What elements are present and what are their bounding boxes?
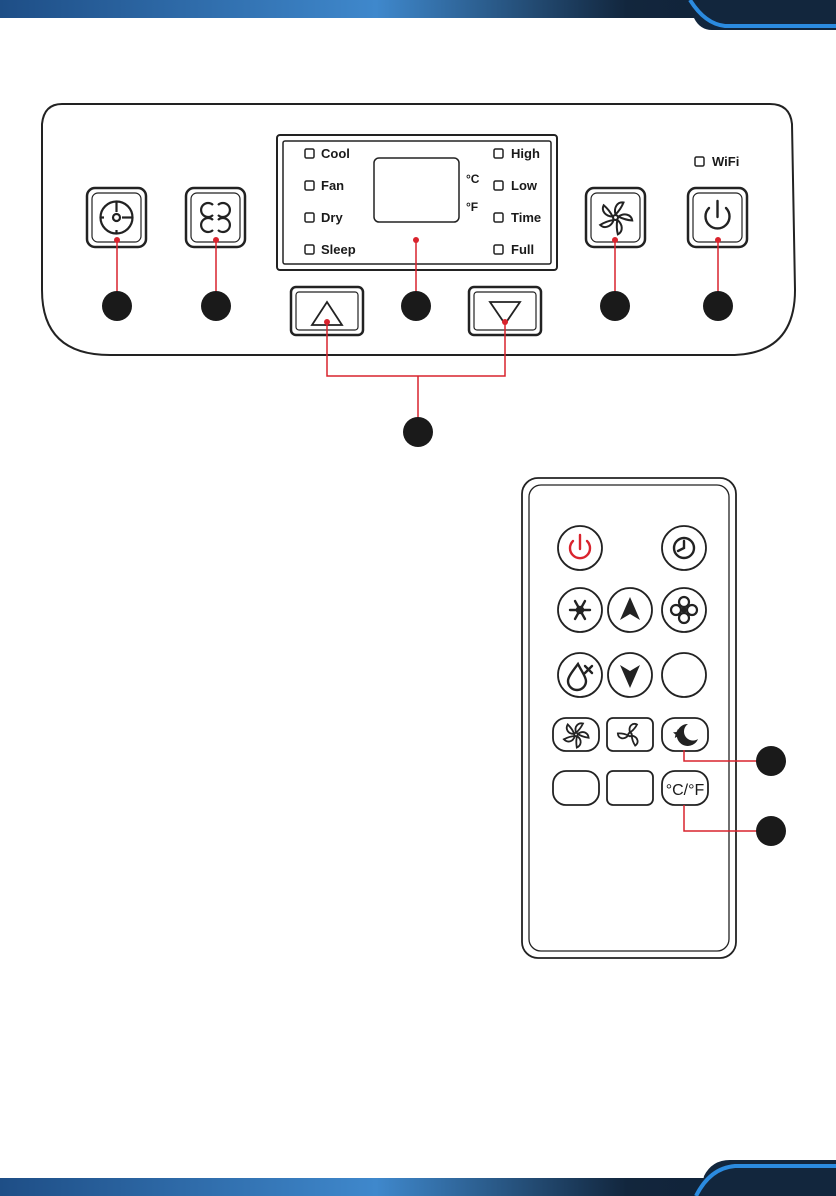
remote-fan-low-button[interactable] <box>607 718 653 751</box>
remote-power-button[interactable] <box>558 526 602 570</box>
callout-marker <box>201 291 231 321</box>
callout-marker <box>600 291 630 321</box>
callout-marker <box>756 746 786 776</box>
svg-text:WiFi: WiFi <box>712 154 739 169</box>
callout-marker <box>403 417 433 447</box>
remote-fan-button[interactable] <box>662 588 706 632</box>
remote-callout-markers <box>756 746 786 846</box>
remote-unit-toggle-button[interactable]: °C/°F <box>662 771 708 805</box>
unit-fahrenheit-label: °F <box>466 200 478 214</box>
unit-toggle-label: °C/°F <box>666 782 705 799</box>
remote-up-button[interactable] <box>608 588 652 632</box>
callout-marker <box>756 816 786 846</box>
svg-text:Sleep: Sleep <box>321 242 356 257</box>
remote-blank-button[interactable] <box>607 771 653 805</box>
remote-fan-high-button[interactable] <box>553 718 599 751</box>
top-band <box>0 0 836 30</box>
unit-celsius-label: °C <box>466 172 480 186</box>
svg-text:Full: Full <box>511 242 534 257</box>
remote-blank-button[interactable] <box>553 771 599 805</box>
svg-text:Low: Low <box>511 178 538 193</box>
svg-text:Cool: Cool <box>321 146 350 161</box>
remote-down-button[interactable] <box>608 653 652 697</box>
callout-marker <box>102 291 132 321</box>
svg-text:Dry: Dry <box>321 210 343 225</box>
callout-marker <box>703 291 733 321</box>
svg-text:Time: Time <box>511 210 541 225</box>
remote-dry-button[interactable] <box>558 653 602 697</box>
callout-marker <box>401 291 431 321</box>
bottom-band <box>0 1160 836 1196</box>
remote-sleep-button[interactable] <box>662 718 708 751</box>
svg-text:Fan: Fan <box>321 178 344 193</box>
remote-blank-button[interactable] <box>662 653 706 697</box>
remote-timer-button[interactable] <box>662 526 706 570</box>
remote-cool-button[interactable] <box>558 588 602 632</box>
svg-text:High: High <box>511 146 540 161</box>
